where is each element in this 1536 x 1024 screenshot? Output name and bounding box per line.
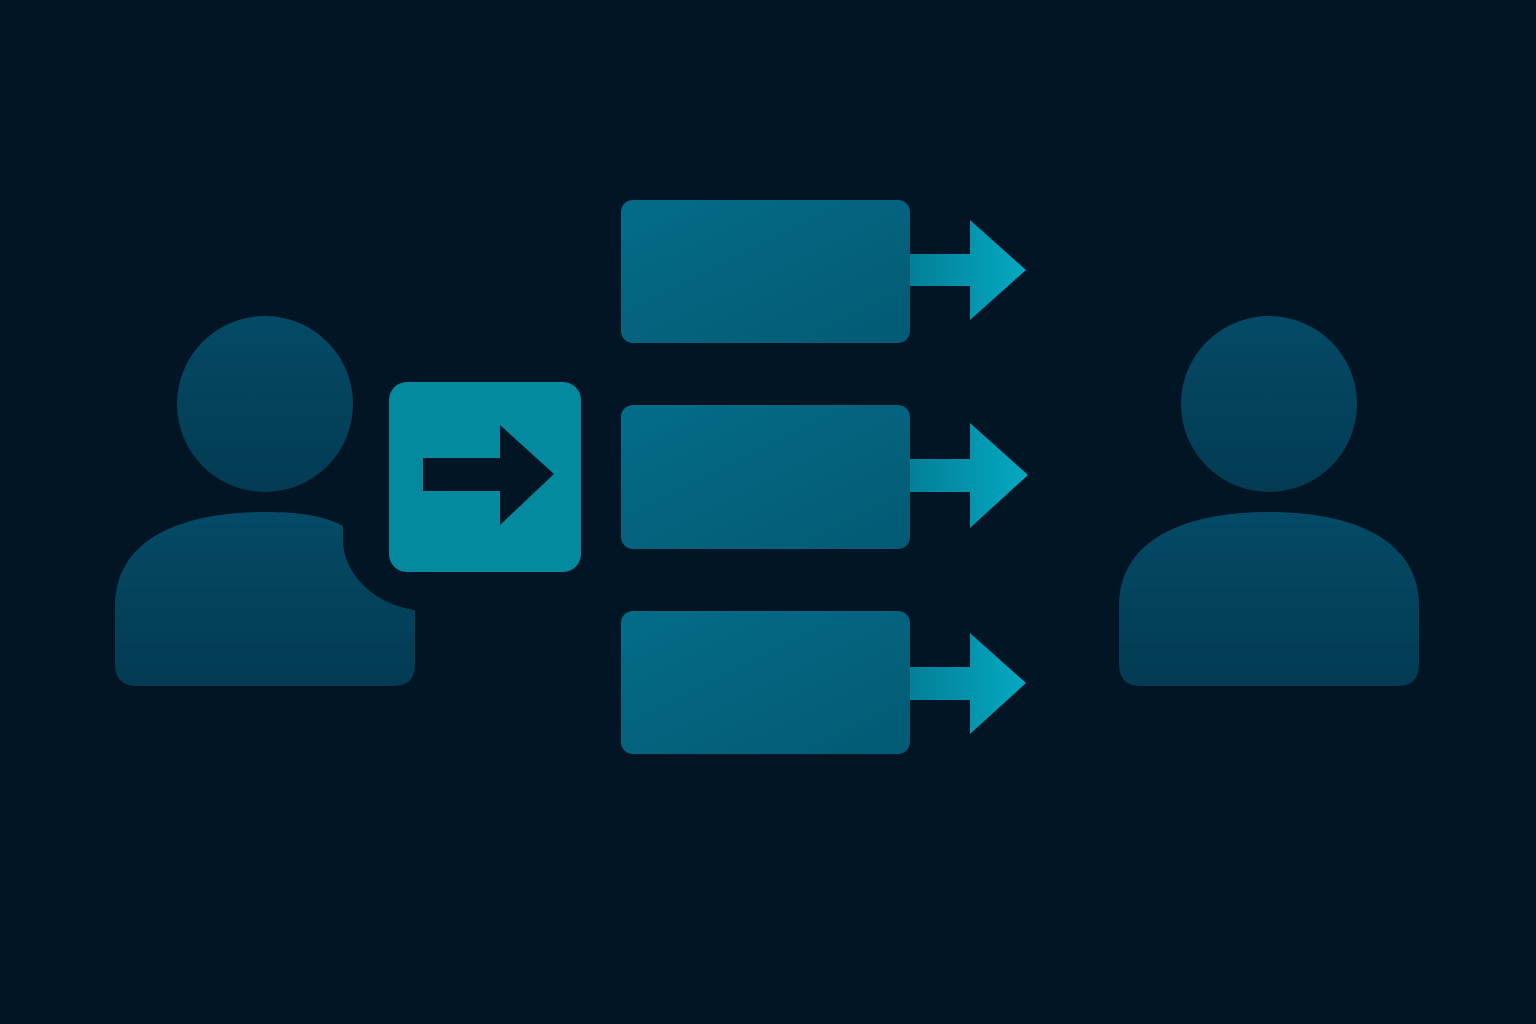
- sender-person-icon: [115, 316, 415, 686]
- recipient-head: [1181, 316, 1357, 492]
- process-box-2: [621, 405, 910, 549]
- action-button[interactable]: [389, 382, 581, 572]
- sender-head: [177, 316, 353, 492]
- output-arrow-icon-2: [910, 423, 1028, 528]
- sender-body: [115, 512, 415, 686]
- process-box-1: [621, 200, 910, 343]
- process-box-3: [621, 611, 910, 754]
- output-arrow-icon-3: [910, 633, 1026, 734]
- arrow-right-icon: [423, 425, 554, 525]
- process-step-3: [621, 611, 1026, 754]
- process-step-1: [621, 200, 1026, 343]
- recipient-person-icon: [1119, 316, 1419, 686]
- recipient-body: [1119, 512, 1419, 686]
- output-arrow-icon-1: [910, 220, 1026, 320]
- process-step-2: [621, 405, 1028, 549]
